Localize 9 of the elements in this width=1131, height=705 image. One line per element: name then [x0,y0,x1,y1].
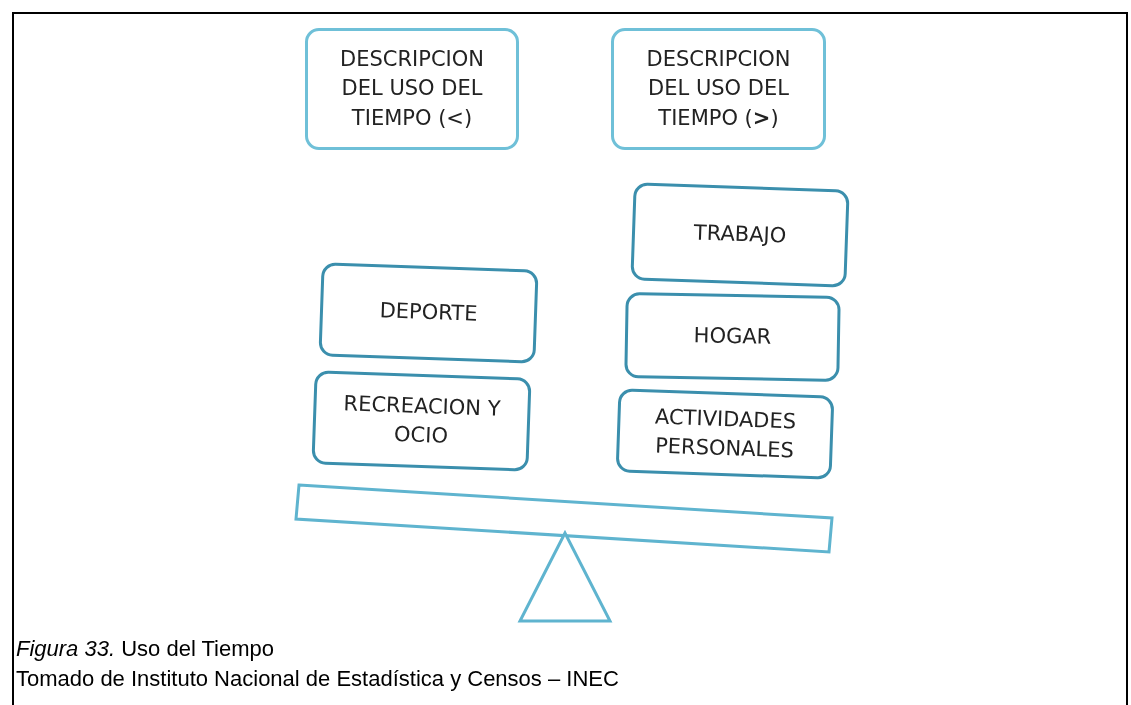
text-box: HOGAR [624,292,841,382]
text-box: RECREACION Y OCIO [311,370,532,472]
text-box: TRABAJO [630,182,850,288]
figure-caption: Figura 33. Uso del Tiempo [16,636,275,662]
text-box: ACTIVIDADES PERSONALES [615,388,835,480]
text-box: DESCRIPCION DEL USO DEL TIEMPO (<) [305,28,519,150]
source-note: Tomado de Instituto Nacional de Estadística y Censos – INEC [16,666,619,692]
text-box: DESCRIPCION DEL USO DEL TIEMPO (>) [611,28,826,150]
text-box: DEPORTE [318,262,539,364]
